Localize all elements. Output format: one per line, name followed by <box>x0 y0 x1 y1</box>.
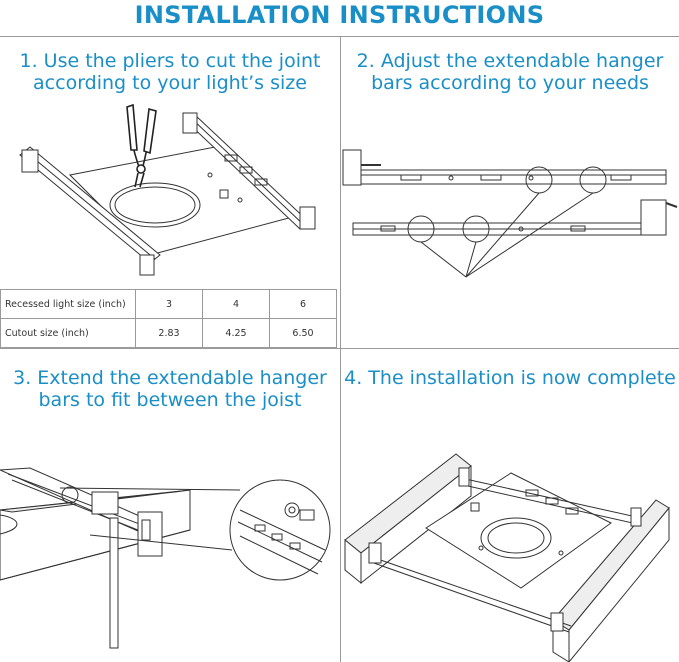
table-cell: 4.25 <box>202 318 270 348</box>
hanger-bar-icon <box>342 149 667 186</box>
page-title: INSTALLATION INSTRUCTIONS <box>134 1 545 29</box>
step-3-illustration <box>0 467 331 649</box>
step-2-illustration <box>342 149 678 278</box>
table-cell: 6.50 <box>269 318 337 348</box>
divider-top <box>0 36 679 37</box>
step-3-line-2: bars to fit between the joist <box>38 389 302 411</box>
table-cell: 4 <box>202 289 270 319</box>
step-3-line-1: 3. Extend the extendable hanger <box>13 367 327 389</box>
mounting-plate-icon <box>68 146 302 256</box>
table-row: Cutout size (inch) 2.83 4.25 6.50 <box>0 318 337 348</box>
size-table: Recessed light size (inch) 3 4 6 Cutout … <box>0 289 337 348</box>
table-cell: Cutout size (inch) <box>0 318 136 348</box>
table-cell: 6 <box>269 289 337 319</box>
step-2-caption: 2. Adjust the extendable hanger bars acc… <box>341 50 679 94</box>
step-1-illustration <box>19 103 316 276</box>
step-1-line-1: 1. Use the pliers to cut the joint <box>19 50 321 72</box>
table-row: Recessed light size (inch) 3 4 6 <box>0 289 337 319</box>
divider-vertical <box>340 36 341 662</box>
table-cell: Recessed light size (inch) <box>0 289 136 319</box>
step-1-line-2: according to your light’s size <box>33 72 307 94</box>
step-4-line-1: 4. The installation is now complete <box>344 367 676 389</box>
step-2-line-1: 2. Adjust the extendable hanger <box>356 50 664 72</box>
step-2-line-2: bars according to your needs <box>371 72 649 94</box>
step-4-illustration <box>344 453 670 662</box>
step-4-caption: 4. The installation is now complete <box>341 367 679 389</box>
step-3-caption: 3. Extend the extendable hanger bars to … <box>0 367 340 411</box>
table-cell: 3 <box>135 289 203 319</box>
divider-middle <box>0 348 679 349</box>
table-cell: 2.83 <box>135 318 203 348</box>
step-1-caption: 1. Use the pliers to cut the joint accor… <box>0 50 340 94</box>
pliers-icon <box>126 103 157 188</box>
